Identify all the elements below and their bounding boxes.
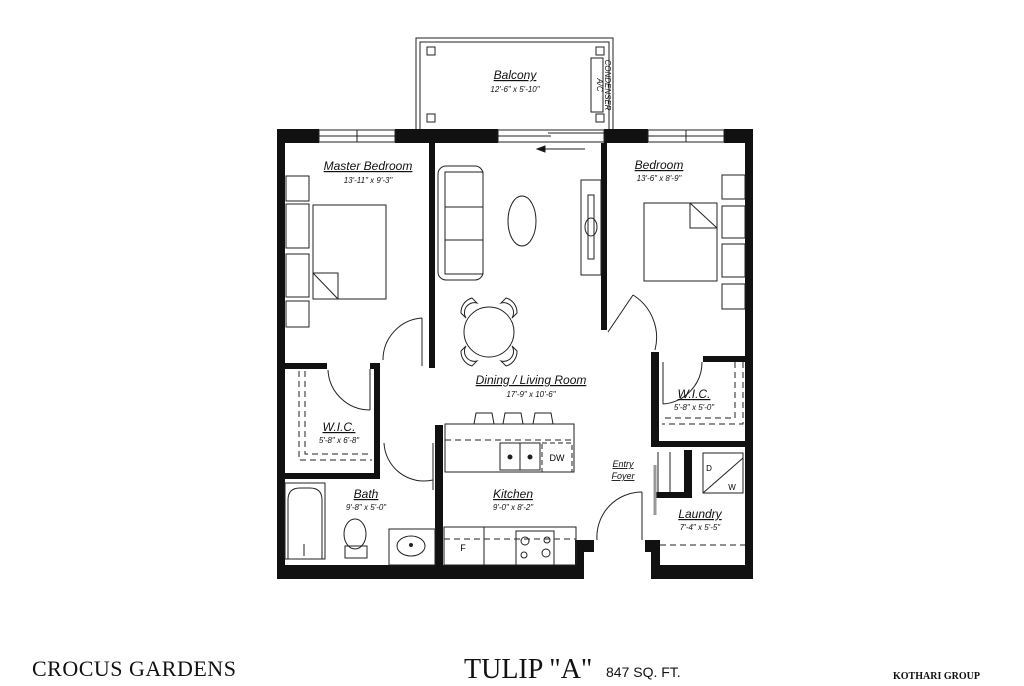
entry-label-2: Foyer bbox=[611, 471, 635, 481]
bedroom-wic-dims: 5'-8" x 5'-0" bbox=[674, 403, 715, 412]
sofa bbox=[437, 165, 484, 281]
fridge-label: F bbox=[460, 543, 466, 553]
bath-dims: 9'-8" x 5'-0" bbox=[346, 503, 387, 512]
bathtub bbox=[284, 482, 326, 560]
laundry-closet bbox=[657, 452, 745, 546]
kitchen-label: Kitchen bbox=[493, 487, 533, 501]
window-master bbox=[318, 129, 396, 143]
dining-living-label: Dining / Living Room bbox=[476, 373, 587, 387]
kitchen-island bbox=[444, 412, 575, 473]
tv-stand bbox=[580, 179, 602, 276]
room-labels: Balcony 12'-6" x 5'-10" A/C CONDENSER Ma… bbox=[319, 59, 736, 553]
washer-label: W bbox=[728, 483, 736, 492]
bedroom-bed bbox=[643, 174, 746, 310]
walls bbox=[277, 129, 753, 579]
dining-table bbox=[460, 297, 518, 367]
bedroom-label: Bedroom bbox=[635, 158, 684, 172]
master-bedroom-label: Master Bedroom bbox=[324, 159, 413, 173]
dishwasher bbox=[541, 442, 573, 473]
laundry-label: Laundry bbox=[678, 507, 722, 521]
wic-door bbox=[327, 369, 371, 411]
dining-living-dims: 17'-9" x 10'-6" bbox=[506, 390, 556, 399]
bedroom-door bbox=[632, 294, 658, 351]
bedroom-wic-shelf bbox=[662, 362, 744, 425]
bedroom-wic-door bbox=[662, 361, 703, 405]
balcony bbox=[415, 37, 614, 131]
dishwasher-label: DW bbox=[550, 453, 565, 463]
kitchen-dims: 9'-0" x 8'-2" bbox=[493, 503, 534, 512]
master-bedroom-dims: 13'-11" x 9'-3" bbox=[344, 176, 394, 185]
master-wic-label: W.I.C. bbox=[323, 420, 356, 434]
fridge bbox=[443, 526, 485, 566]
square-footage: 847 SQ. FT. bbox=[606, 664, 681, 680]
master-wic-dims: 5'-8" x 6'-8" bbox=[319, 436, 360, 445]
master-door bbox=[382, 317, 423, 361]
bedroom-wic-label: W.I.C. bbox=[678, 387, 711, 401]
ac-condenser bbox=[590, 57, 604, 113]
window-bedroom bbox=[647, 129, 725, 143]
balcony-label: Balcony bbox=[494, 68, 538, 82]
stove bbox=[515, 530, 555, 566]
bath-door bbox=[383, 442, 434, 482]
sliding-door bbox=[497, 129, 605, 150]
ac-label-2: CONDENSER bbox=[603, 59, 612, 110]
master-wic-shelf bbox=[298, 371, 372, 461]
developer-name: KOTHARI GROUP bbox=[893, 671, 980, 682]
bath-label: Bath bbox=[354, 487, 379, 501]
dryer-label: D bbox=[706, 464, 712, 473]
balcony-dims: 12'-6" x 5'-10" bbox=[490, 85, 540, 94]
entry-door bbox=[596, 491, 643, 541]
coffee-table bbox=[507, 195, 537, 247]
slide-arrow-icon bbox=[535, 145, 546, 153]
kitchen-counter bbox=[443, 526, 577, 566]
entry-label-1: Entry bbox=[612, 459, 634, 469]
bedroom-dims: 13'-6" x 8'-9" bbox=[637, 174, 683, 183]
model-name: TULIP "A" bbox=[464, 654, 593, 685]
ac-label-1: A/C bbox=[595, 77, 604, 92]
master-bed bbox=[285, 175, 387, 328]
laundry-dims: 7'-4" x 5'-5" bbox=[680, 523, 721, 532]
project-name: CROCUS GARDENS bbox=[32, 656, 237, 681]
toilet bbox=[343, 518, 368, 559]
vanity-sink bbox=[388, 528, 436, 566]
